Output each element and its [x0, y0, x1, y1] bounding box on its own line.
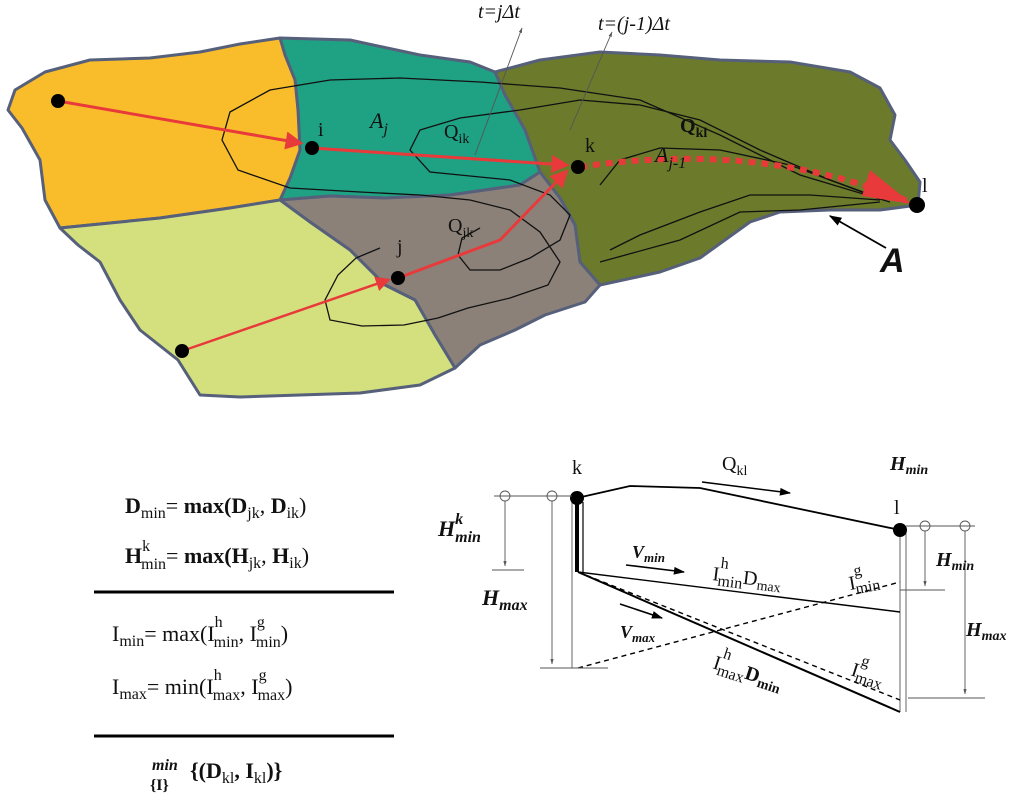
arrow-v-min — [625, 564, 686, 575]
flow-arrow-ik — [311, 146, 570, 174]
flow-arrow-kl-head — [862, 170, 912, 204]
region-i-upstream — [6, 36, 302, 230]
slope-imax-h — [577, 571, 901, 713]
time-leader-j1 — [569, 31, 613, 131]
label-profile-l: l — [894, 497, 900, 519]
label-area-aj: Aj — [368, 108, 388, 138]
catchment-map: t=jΔt t=(j-1)Δt i k l j Aj Aj-1 Qik Qjk … — [6, 1, 928, 399]
formula-objective-op: min — [152, 757, 178, 774]
node-source-j — [175, 344, 189, 358]
node-l — [909, 197, 925, 213]
label-flow-qik: Qik — [444, 121, 469, 147]
label-imin-h-dmax: IhminDmax — [711, 554, 784, 597]
ground-profile — [576, 485, 901, 531]
time-leader-j — [474, 27, 523, 156]
time-label-j: t=jΔt — [478, 1, 520, 23]
label-v-min: Vmin — [632, 542, 665, 565]
arrow-v-max — [619, 603, 664, 619]
label-imax-g: Igmax — [847, 650, 889, 694]
label-h-max-right: Hmax — [965, 619, 1006, 644]
label-node-k: k — [585, 135, 595, 157]
label-profile-qkl: Qkl — [722, 453, 747, 479]
flow-direction-arrow — [701, 481, 792, 496]
label-node-j: j — [396, 236, 403, 258]
label-flow-qkl: Qkl — [680, 115, 707, 141]
slope-imax-g — [577, 571, 901, 701]
label-profile-k: k — [572, 457, 582, 479]
node-i — [305, 141, 319, 155]
slope-imin-h — [577, 571, 901, 613]
label-outlet-area: A — [879, 242, 905, 280]
label-flow-qjk: Qjk — [448, 215, 473, 241]
flow-arrow-jk — [397, 169, 569, 280]
flow-arrow-kl — [579, 155, 912, 205]
time-label-j1: t=(j-1)Δt — [598, 13, 670, 35]
label-h-max-left: Hmax — [481, 585, 528, 614]
formula-objective: {(Dkl, Ikl)} — [190, 758, 282, 787]
flow-arrow-j-up — [181, 276, 391, 353]
node-j — [391, 271, 405, 285]
label-v-max: Vmax — [620, 622, 656, 645]
node-k-profile — [570, 491, 584, 505]
node-l-profile — [893, 523, 907, 537]
region-j-upstream — [58, 198, 457, 399]
node-k — [571, 160, 585, 174]
isochrone-contours — [221, 77, 891, 327]
formula-dmin: Dmin= max(Djk, Dik) — [125, 493, 306, 522]
label-h-min-right: Hmin — [935, 549, 974, 574]
node-source-i — [51, 94, 65, 108]
label-node-l: l — [922, 175, 928, 197]
label-area-aj1: Aj-1 — [653, 142, 686, 172]
label-imax-h-dmin: IhmaxDmin — [709, 643, 788, 698]
outlet-pointer — [828, 215, 887, 249]
flow-arrow-i — [57, 99, 304, 150]
formula-objective-sub: {I} — [150, 777, 169, 794]
label-h-min-top: Hmin — [889, 453, 928, 478]
label-imin-g: Igmin — [845, 559, 881, 599]
label-node-i: i — [318, 119, 324, 141]
slope-imin-g — [577, 581, 901, 669]
